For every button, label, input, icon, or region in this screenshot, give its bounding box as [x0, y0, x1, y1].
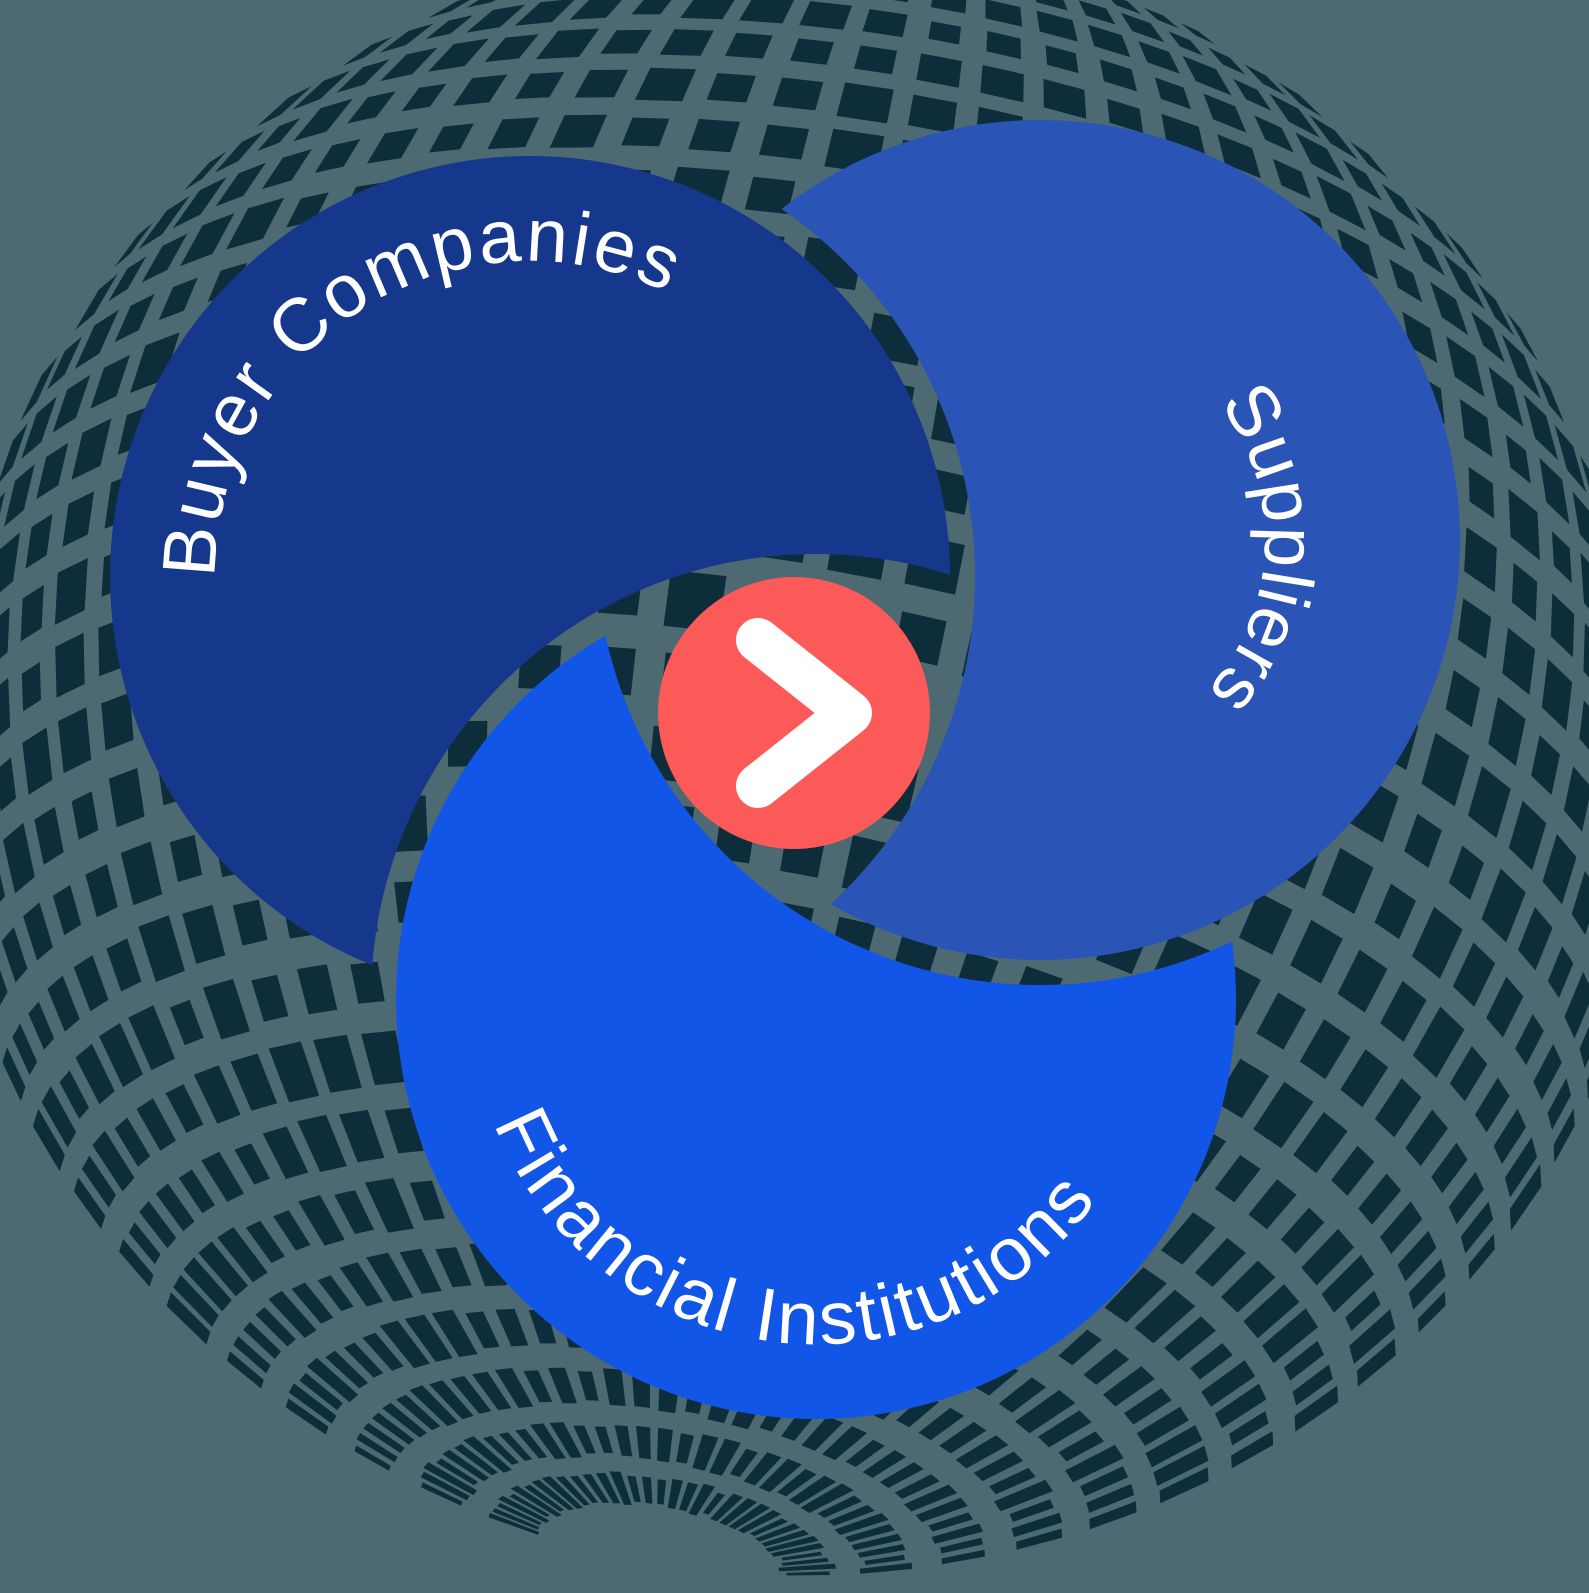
chevron-right-icon	[736, 618, 872, 808]
center-badge	[658, 577, 930, 849]
center-circle	[658, 577, 930, 849]
